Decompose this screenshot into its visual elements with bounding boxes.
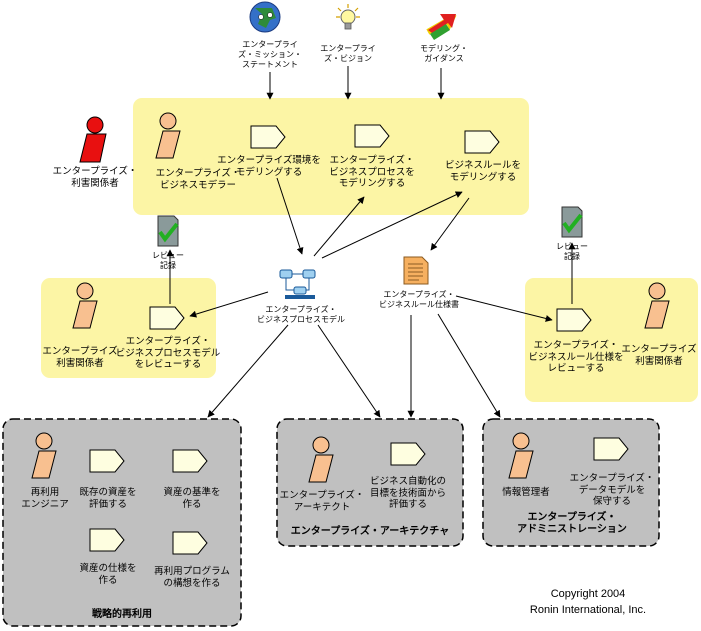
review-record-right-icon [560, 205, 584, 239]
modeler-label: エンタープライズ・ ビジネスモデラー [155, 168, 241, 191]
task-evaluate-assets-label: 既存の資産を 評価する [79, 487, 137, 510]
reuse-panel [2, 418, 242, 627]
task-evaluate-automation-label: ビジネス自動化の 目標を技術面から 評価する [369, 476, 446, 510]
rule-spec-document-icon [403, 256, 429, 285]
arrow-processmodel-to-rules [321, 191, 463, 259]
administration-title: エンタープライズ・ アドミニストレーション [517, 512, 627, 535]
review-left-task-label: エンタープライズ・ ビジネスプロセスモデル をレビューする [115, 336, 221, 370]
review-right-stakeholder-label: エンタープライズ 利害関係者 [621, 344, 697, 367]
process-model-label: エンタープライズ・ ビジネスプロセスモデル [257, 305, 345, 324]
task-asset-spec-label: 資産の仕様を 作る [79, 563, 137, 586]
arrow-rulespec-to-review [455, 295, 553, 322]
arrow-rulespec-to-administration [437, 313, 501, 418]
reuse-title: 戦略的再利用 [92, 609, 152, 620]
arrow-processmodel-to-process [313, 196, 365, 257]
task-maintain-datamodel-label: エンタープライズ・ データモデルを 保守する [569, 473, 655, 507]
input-mission-label: エンタープライ ズ・ミッション・ ステートメント [238, 40, 302, 69]
arrows [166, 66, 576, 418]
architecture-title: エンタープライズ・アーキテクチャ [290, 526, 450, 537]
review-right-task-label: エンタープライズ・ ビジネスルール仕様を レビューする [528, 340, 624, 374]
arrow-env-to-processmodel [276, 177, 304, 255]
task-asset-standards-label: 資産の基準を 作る [163, 487, 221, 510]
review-record-right-label: レビュー 記録 [556, 242, 588, 261]
copyright-text: Copyright 2004 Ronin International, Inc. [529, 588, 647, 616]
arrow-processmodel-to-reuse [207, 324, 289, 418]
task-model-rules-label: ビジネスルールを モデリングする [444, 160, 521, 183]
info-manager-label: 情報管理者 [502, 487, 550, 498]
stakeholder-label: エンタープライズ・ 利害関係者 [52, 166, 138, 189]
guidance-arrow-icon [426, 14, 457, 40]
input-vision-label: エンタープライ ズ・ビジョン [320, 44, 376, 63]
reuse-engineer-label: 再利用 エンジニア [21, 487, 69, 510]
task-reuse-program-label: 再利用プログラム の構想を作る [154, 566, 230, 589]
task-model-process-label: エンタープライズ・ ビジネスプロセスを モデリングする [329, 155, 415, 189]
review-left-stakeholder-label: エンタープライズ 利害関係者 [42, 346, 118, 369]
stakeholder-red-icon [79, 116, 107, 163]
process-model-icon [279, 269, 316, 299]
rule-spec-label: エンタープライズ・ ビジネスルール仕様書 [379, 290, 459, 309]
review-record-left-label: レビュー 記録 [152, 251, 184, 270]
arrow-rules-to-rulespec [430, 197, 470, 251]
lightbulb-icon [336, 4, 360, 30]
modeling-panel [133, 98, 529, 215]
arrow-processmodel-to-review [189, 291, 269, 318]
task-model-environment-label: エンタープライズ環境を モデリングする [217, 155, 321, 178]
globe-icon [249, 1, 281, 33]
review-record-left-icon [156, 214, 180, 248]
architect-label: エンタープライズ・ アーキテクト [279, 490, 365, 513]
input-guidance-label: モデリング・ ガイダンス [420, 44, 468, 63]
arrow-processmodel-to-architecture [317, 324, 381, 418]
